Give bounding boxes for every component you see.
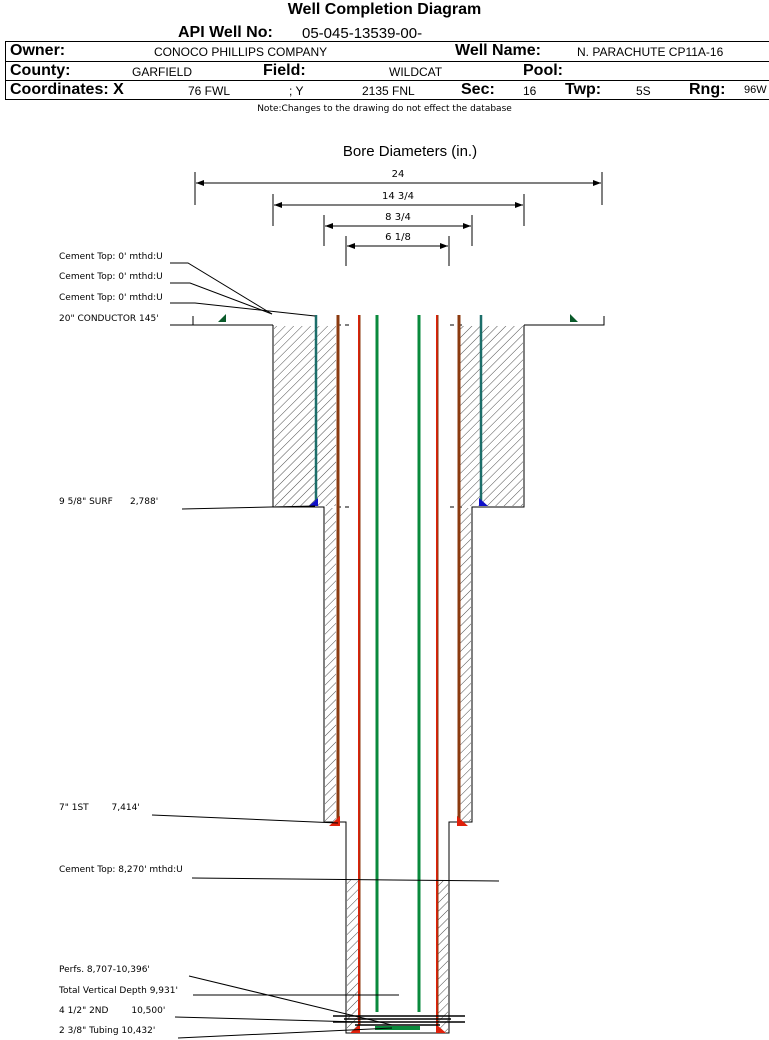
owner-label: Owner: xyxy=(10,42,66,59)
label-cement-top-1: Cement Top: 0' mthd:U xyxy=(59,252,163,262)
county-label: County: xyxy=(10,62,71,79)
dimension-8-3-4: 8 3/4 xyxy=(323,212,473,246)
api-value: 05-045-13539-00- xyxy=(302,25,423,42)
pool-label: Pool: xyxy=(523,62,563,79)
dimension-6-1-8: 6 1/8 xyxy=(345,232,450,266)
leader-cement-2 xyxy=(170,282,273,315)
county-row: County: GARFIELD Field: WILDCAT Pool: xyxy=(6,61,769,81)
label-cement-top-2: Cement Top: 0' mthd:U xyxy=(59,272,163,282)
leader-first xyxy=(151,814,339,824)
right-surface-marker xyxy=(570,314,578,322)
tubing-2-3-8 xyxy=(375,315,421,1030)
bore-heading: Bore Diameters (in.) xyxy=(343,143,477,160)
ground-surface xyxy=(192,314,605,326)
dim-label-14-3-4: 14 3/4 xyxy=(382,191,414,202)
depth-ticks xyxy=(337,324,462,508)
leader-cement-3 xyxy=(170,302,316,317)
coord-label: Coordinates: X xyxy=(10,81,124,98)
bore-outline xyxy=(272,325,525,1034)
coords-row: Coordinates: X 76 FWL ; Y 2135 FNL Sec: … xyxy=(6,80,769,100)
x-value: 76 FWL xyxy=(188,84,231,98)
rng-label: Rng: xyxy=(689,81,726,98)
second-shoe-left xyxy=(350,1024,360,1033)
note-text: Note:Changes to the drawing do not effec… xyxy=(257,104,512,114)
field-label: Field: xyxy=(263,62,306,79)
label-cement-top-3: Cement Top: 0' mthd:U xyxy=(59,293,163,303)
dim-label-8-3-4: 8 3/4 xyxy=(385,212,411,223)
first-shoe-left xyxy=(329,816,340,826)
owner-value: CONOCO PHILLIPS COMPANY xyxy=(154,45,328,59)
dimension-24: 24 xyxy=(194,169,603,205)
label-tubing: 2 3/8" Tubing 10,432' xyxy=(59,1026,156,1036)
label-tvd: Total Vertical Depth 9,931' xyxy=(59,986,178,996)
field-value: WILDCAT xyxy=(389,65,443,79)
label-perfs: Perfs. 8,707-10,396' xyxy=(59,965,150,975)
leader-surface xyxy=(181,505,316,510)
leader-cement-1 xyxy=(170,262,273,315)
first-shoe-right xyxy=(457,816,468,826)
page-title: Well Completion Diagram xyxy=(287,1,482,18)
dimension-14-3-4: 14 3/4 xyxy=(272,191,525,226)
surface-shoe-left xyxy=(309,498,318,506)
owner-row: Owner: CONOCO PHILLIPS COMPANY Well Name… xyxy=(6,42,769,61)
surface-shoe-right xyxy=(479,498,488,506)
well-name-label: Well Name: xyxy=(455,42,541,59)
tubing-bottom xyxy=(375,1026,420,1030)
cement-hatch xyxy=(274,326,523,1032)
api-label: API Well No: xyxy=(178,24,273,41)
sec-value: 16 xyxy=(523,84,537,98)
leader-lines xyxy=(151,262,500,1039)
label-surface-casing: 9 5/8" SURF 2,788' xyxy=(59,497,159,507)
label-conductor: 20" CONDUCTOR 145' xyxy=(59,314,159,324)
well-name-value: N. PARACHUTE CP11A-16 xyxy=(577,45,724,59)
left-surface-marker xyxy=(218,314,226,322)
second-shoe-right xyxy=(436,1024,446,1033)
dim-label-24: 24 xyxy=(392,169,405,180)
twp-label: Twp: xyxy=(565,81,602,98)
twp-value: 5S xyxy=(636,84,651,98)
county-value: GARFIELD xyxy=(132,65,193,79)
label-second-casing: 4 1/2" 2ND 10,500' xyxy=(59,1006,166,1016)
leader-perfs xyxy=(188,975,393,1026)
casing-surface-9-5-8 xyxy=(309,315,488,506)
leader-tubing xyxy=(177,1027,393,1039)
label-first-casing: 7" 1ST 7,414' xyxy=(59,803,140,813)
header-table: Owner: CONOCO PHILLIPS COMPANY Well Name… xyxy=(5,41,769,100)
label-cement-top-4: Cement Top: 8,270' mthd:U xyxy=(59,865,183,875)
rng-value: 96W xyxy=(744,84,767,96)
y-label: ; Y xyxy=(289,84,304,98)
leader-cement-4 xyxy=(191,877,500,882)
sec-label: Sec: xyxy=(461,81,495,98)
y-value: 2135 FNL xyxy=(362,84,415,98)
casing-7-first xyxy=(329,315,468,826)
leader-second xyxy=(174,1016,361,1023)
casing-4-1-2-second xyxy=(350,315,446,1033)
dim-label-6-1-8: 6 1/8 xyxy=(385,232,411,243)
